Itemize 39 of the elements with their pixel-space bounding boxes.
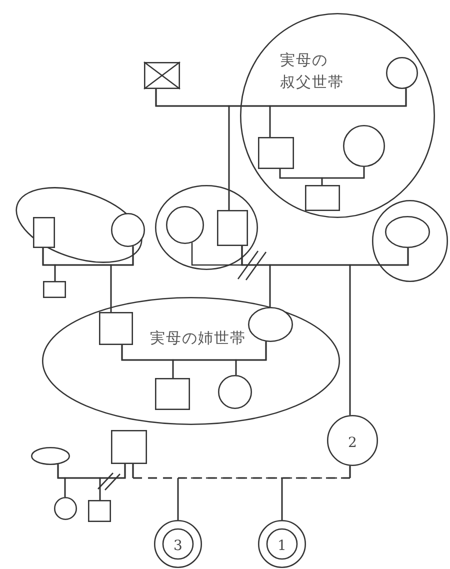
female-circle <box>218 375 252 409</box>
household-label: 実母の叔父世帯 <box>280 50 345 93</box>
female-circle <box>385 216 430 248</box>
family-line <box>321 167 365 185</box>
family-line <box>228 88 407 210</box>
male-square <box>43 281 66 298</box>
female-circle <box>54 497 77 520</box>
family-line <box>110 246 134 312</box>
female-circle <box>111 213 145 247</box>
family-line <box>349 248 409 416</box>
female-circle <box>248 307 293 342</box>
male-square <box>305 185 340 211</box>
male-square <box>258 137 294 169</box>
double-circle <box>258 520 306 568</box>
household-circle <box>240 13 435 218</box>
male-square <box>111 430 147 464</box>
male-square <box>88 500 111 522</box>
male-square <box>33 217 55 248</box>
deceased-male-square <box>144 62 180 89</box>
family-line <box>191 242 243 266</box>
male-square <box>155 378 190 410</box>
household-circle <box>372 200 448 282</box>
double-circle <box>154 520 202 568</box>
female-circle <box>386 57 418 89</box>
household-circle <box>155 185 258 270</box>
household-circle <box>42 297 340 425</box>
female-circle <box>31 447 70 465</box>
family-line <box>281 466 351 520</box>
person-number: 1 <box>276 538 288 554</box>
male-square <box>99 312 133 345</box>
female-circle <box>343 125 385 167</box>
male-square <box>217 210 248 246</box>
female-circle <box>166 206 204 244</box>
family-line <box>235 342 267 376</box>
female-circle <box>327 415 378 466</box>
household-label: 実母の姉世帯 <box>150 329 246 348</box>
person-number: 3 <box>172 538 184 554</box>
person-number: 2 <box>347 435 358 452</box>
family-line <box>99 464 126 500</box>
